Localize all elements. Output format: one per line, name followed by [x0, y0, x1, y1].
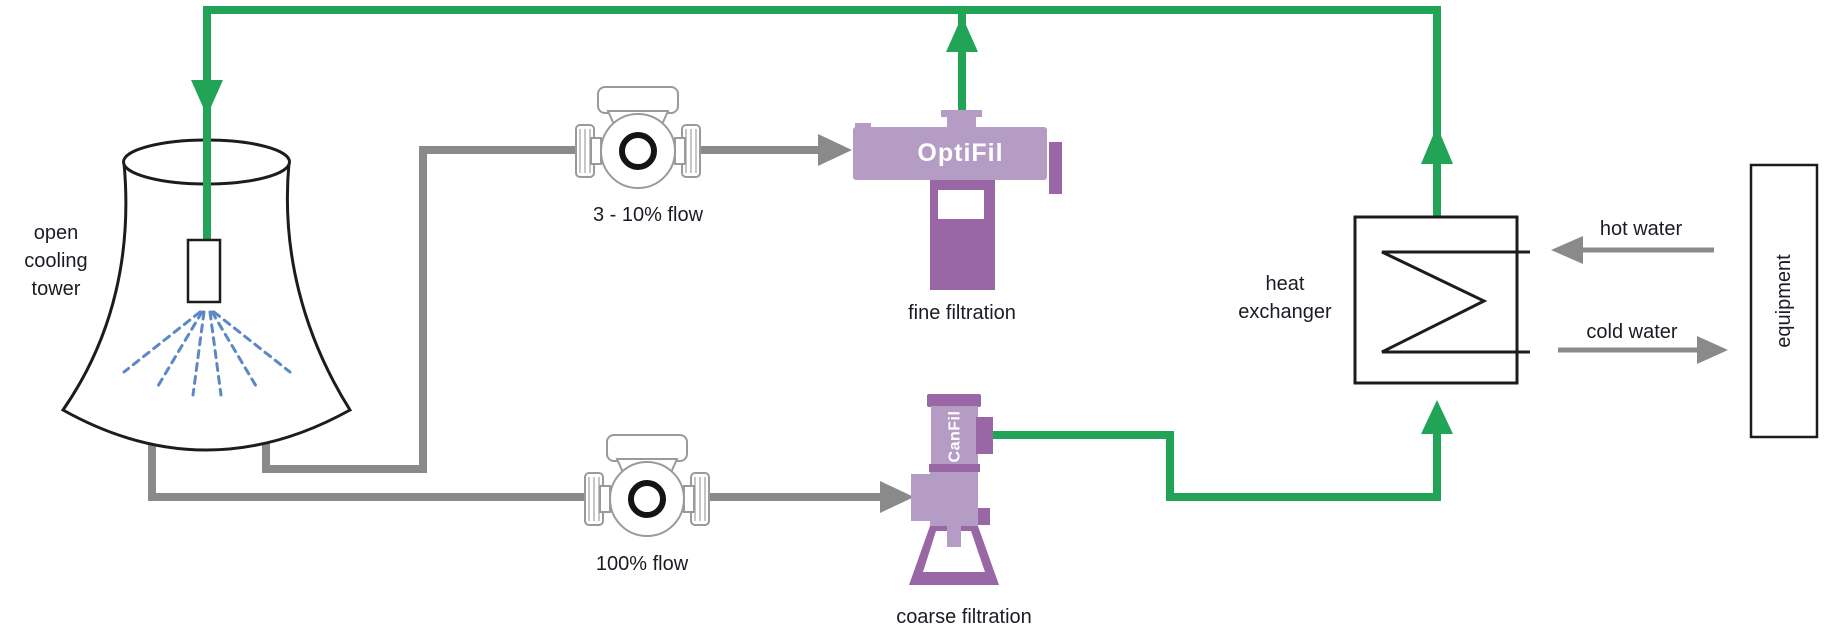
spray-lines [122, 310, 292, 397]
hot-water-label: hot water [1599, 218, 1683, 240]
arrow-up-from-heat-exchanger [1421, 126, 1453, 164]
arrow-up-from-fine-filter [946, 16, 978, 52]
fine-filter-window [938, 190, 984, 219]
coarse-filter-brand: CanFil [946, 410, 964, 463]
arrow-into-tower [191, 80, 223, 116]
coarse-filter-label: coarse filtration [896, 606, 1032, 628]
coarse-filter-inlet-port [911, 474, 931, 521]
cold-water-arrow [1558, 336, 1728, 364]
fine-filter-unit [853, 110, 1062, 290]
equipment-box [1749, 163, 1819, 439]
fine-filter-brand: OptiFil [917, 139, 1004, 167]
cooling-tower-label: open cooling tower [24, 222, 88, 300]
clean-water-pipe-coarse-filter-out [991, 400, 1453, 501]
clean-water-return-pipe [191, 6, 1453, 243]
fine-filter-label: fine filtration [908, 302, 1016, 324]
pump-fine-flow [575, 86, 701, 189]
arrow-into-fine-filter [818, 134, 852, 166]
clean-water-pipe-fine-filter-out [946, 8, 978, 118]
spray-nozzle [186, 238, 222, 304]
pump-coarse-flow [584, 434, 710, 537]
pump-impeller-eye [628, 480, 666, 518]
arrow-into-coarse-filter [880, 481, 914, 513]
dirty-water-pipe-fine-loop [262, 134, 852, 473]
cold-water-label: cold water [1586, 321, 1678, 343]
hot-water-arrow [1551, 236, 1714, 264]
fine-filter-side-port [1049, 142, 1062, 194]
arrow-into-heat-exchanger [1421, 400, 1453, 434]
coarse-pump-flow-label: 100% flow [595, 553, 689, 575]
coarse-filter-unit [909, 394, 999, 585]
equipment-label: equipment [1773, 254, 1795, 348]
heat-exchanger-label: heat exchanger [1238, 273, 1332, 323]
heat-exchanger-coil [1381, 250, 1530, 354]
heat-exchanger [1353, 215, 1530, 385]
coarse-filter-outlet-port [976, 417, 993, 454]
pump-impeller-eye [619, 132, 657, 170]
fine-pump-flow-label: 3 - 10% flow [592, 204, 704, 226]
